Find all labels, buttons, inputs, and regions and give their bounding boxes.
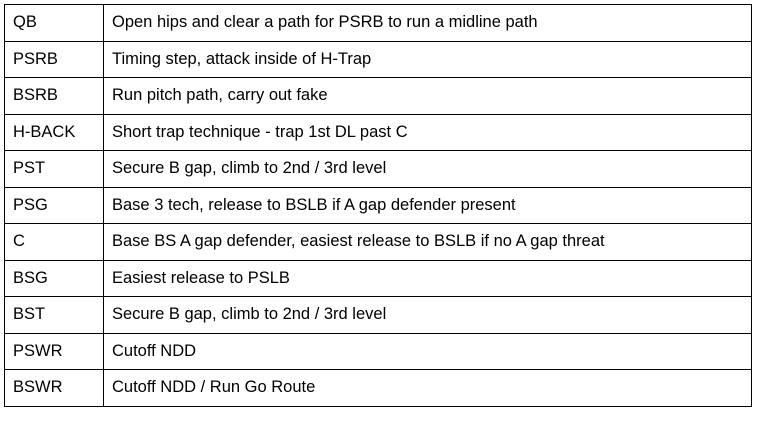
position-cell: BSRB [4,77,104,115]
table-row: QB Open hips and clear a path for PSRB t… [4,4,752,42]
assignment-table: QB Open hips and clear a path for PSRB t… [4,4,752,407]
position-cell: QB [4,4,104,42]
table-row: BSWR Cutoff NDD / Run Go Route [4,369,752,407]
assignment-cell: Base 3 tech, release to BSLB if A gap de… [103,186,752,224]
position-cell: PSRB [4,40,104,78]
position-cell: PST [4,150,104,188]
table-row: PSRB Timing step, attack inside of H-Tra… [4,40,752,78]
table-row: BSRB Run pitch path, carry out fake [4,77,752,115]
assignment-cell: Open hips and clear a path for PSRB to r… [103,4,752,42]
position-cell: C [4,223,104,261]
position-cell: H-BACK [4,113,104,151]
assignment-cell: Timing step, attack inside of H-Trap [103,40,752,78]
table-row: BST Secure B gap, climb to 2nd / 3rd lev… [4,296,752,334]
table-row: C Base BS A gap defender, easiest releas… [4,223,752,261]
table-row: PST Secure B gap, climb to 2nd / 3rd lev… [4,150,752,188]
assignment-cell: Secure B gap, climb to 2nd / 3rd level [103,150,752,188]
position-cell: PSWR [4,332,104,370]
assignment-cell: Easiest release to PSLB [103,259,752,297]
position-cell: BST [4,296,104,334]
table-row: BSG Easiest release to PSLB [4,259,752,297]
table-row: PSWR Cutoff NDD [4,332,752,370]
position-cell: BSG [4,259,104,297]
assignment-cell: Base BS A gap defender, easiest release … [103,223,752,261]
position-cell: BSWR [4,369,104,407]
assignment-cell: Cutoff NDD / Run Go Route [103,369,752,407]
assignment-cell: Short trap technique - trap 1st DL past … [103,113,752,151]
assignment-cell: Run pitch path, carry out fake [103,77,752,115]
table-row: PSG Base 3 tech, release to BSLB if A ga… [4,186,752,224]
assignment-cell: Cutoff NDD [103,332,752,370]
position-cell: PSG [4,186,104,224]
table-row: H-BACK Short trap technique - trap 1st D… [4,113,752,151]
assignment-cell: Secure B gap, climb to 2nd / 3rd level [103,296,752,334]
